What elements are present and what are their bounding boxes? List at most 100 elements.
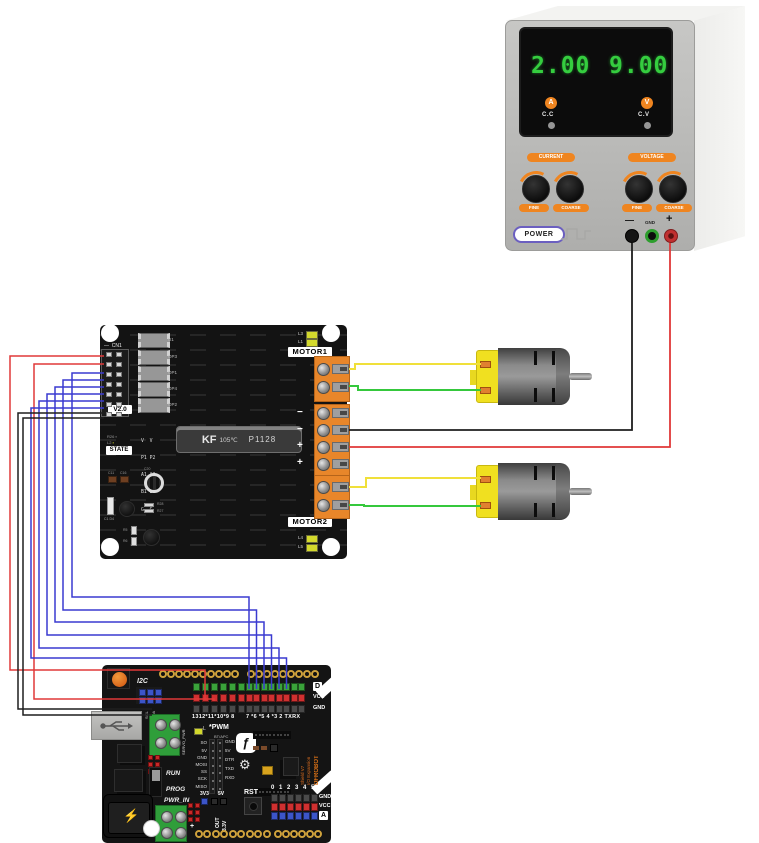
minus-terminal[interactable] — [625, 229, 639, 243]
round-component — [119, 501, 135, 517]
ic-label: OP3 — [168, 354, 178, 359]
header-pin-dot — [280, 791, 283, 793]
cc-mode-label: C.C — [542, 112, 554, 118]
arduino-board: I2C SCL SDA D VCC GND 1312*11*10*9 8 7 *… — [91, 665, 341, 843]
header-pin-dot — [219, 764, 221, 767]
motor-terminal — [480, 387, 491, 394]
motor2-label: MOTOR2 — [288, 517, 332, 527]
spi-header[interactable] — [209, 739, 215, 794]
v33-jumper-pin[interactable] — [201, 798, 208, 805]
led-l3 — [306, 331, 318, 339]
spi-label: GND — [197, 755, 207, 760]
spi-label: 5V — [201, 748, 207, 753]
header-pin-dot — [269, 791, 272, 793]
pwr-in-terminal[interactable] — [155, 805, 187, 842]
wire-motor2-yellow — [349, 477, 481, 488]
motor-terminal — [480, 476, 491, 483]
header-pin-dot — [219, 757, 221, 760]
gnd-row-label: GND — [313, 705, 326, 711]
analog-vcc-label: VCC — [319, 803, 331, 809]
motor-stripe — [552, 388, 555, 402]
header-pin-dot — [211, 764, 214, 767]
analog-pin-number: 2 — [287, 785, 291, 791]
led-l1-label: L1 — [298, 339, 304, 344]
power-supply: 2.00 9.00 A C.C V C.V CURRENT VOLTAGE FI… — [0, 0, 759, 260]
ic-chip — [138, 333, 170, 348]
run-prog-switch[interactable] — [149, 767, 162, 797]
power-button[interactable]: POWER — [513, 226, 565, 243]
current-coarse-knob[interactable] — [556, 175, 584, 203]
state-label: STATE — [106, 446, 132, 455]
motor-terminal — [480, 502, 491, 509]
wire-psu-minus — [349, 243, 633, 431]
spi-label: MISO — [195, 784, 207, 789]
i2c-header[interactable] — [136, 687, 162, 704]
plus-mark: + — [190, 823, 195, 830]
motor-body — [498, 348, 570, 405]
voltage-coarse-knob[interactable] — [659, 175, 687, 203]
v5-label: 5V — [218, 791, 225, 797]
run-label: RUN — [166, 770, 181, 777]
ic-chip — [138, 382, 170, 397]
motor-body — [498, 463, 570, 520]
motor-cap — [476, 465, 500, 518]
power-terminal-block[interactable] — [314, 404, 350, 476]
red-pin — [148, 755, 153, 760]
bt-label: TXD — [225, 766, 234, 771]
motor-stripe — [552, 466, 555, 480]
jumper-pin[interactable] — [220, 798, 227, 805]
dfrobot-logo: ƒ — [236, 733, 256, 753]
servo-pwr-terminal[interactable] — [149, 714, 180, 756]
smd-component — [270, 744, 278, 752]
gear-icon: ⚙ — [239, 757, 251, 772]
c1d4-label: C1 D4 — [104, 517, 114, 521]
data-pins[interactable] — [188, 803, 202, 823]
c20-capacitor — [144, 473, 164, 493]
rst-button-cap — [249, 802, 258, 811]
round-component — [143, 529, 160, 546]
header-pin-dot — [219, 787, 221, 790]
current-fine-knob[interactable] — [522, 175, 550, 203]
out-33v-label: 3.3V — [222, 820, 228, 831]
motor-stripe — [552, 503, 555, 517]
motor2-terminal-block[interactable] — [314, 475, 350, 519]
header-pin-dot — [262, 791, 265, 793]
ic-chip — [138, 398, 170, 413]
header-pin-dot — [255, 791, 257, 793]
motor-stripe — [534, 503, 537, 517]
header-pin-dot — [211, 772, 214, 775]
plus-terminal[interactable] — [664, 229, 678, 243]
spi-label: SCK — [197, 776, 207, 781]
voltage-group-label: VOLTAGE — [628, 153, 676, 162]
rst-button[interactable] — [244, 797, 262, 815]
header-pin-dot — [219, 742, 221, 744]
bt-label: RXD — [225, 775, 235, 780]
usb-icon — [100, 721, 133, 731]
gnd-terminal-label: GND — [645, 220, 655, 225]
reset-pushbutton[interactable] — [107, 668, 130, 689]
motor1-terminal-block[interactable] — [314, 356, 350, 402]
motor-tab — [470, 485, 480, 500]
gnd-terminal[interactable] — [645, 229, 659, 243]
header-pin-dot — [265, 734, 268, 736]
red-pin — [188, 817, 193, 822]
v33-label: 3V3 — [200, 791, 209, 797]
red-pin — [195, 810, 200, 815]
motor-stripe — [534, 388, 537, 402]
header-pin-dot — [258, 734, 261, 736]
voltage-fine-knob[interactable] — [625, 175, 653, 203]
led-l1 — [306, 339, 318, 347]
bt-apc-label: BT/APC — [214, 734, 229, 739]
header-pin-dot — [283, 791, 286, 793]
motor-stripe — [552, 351, 555, 365]
lightning-icon: ⚡ — [123, 808, 140, 823]
prog-label: PROG — [166, 786, 186, 793]
ic-chip — [138, 366, 170, 381]
header-pin-dot — [255, 734, 257, 736]
bt-header[interactable] — [216, 739, 223, 794]
a-row-label: A — [319, 811, 328, 820]
red-pin — [195, 803, 200, 808]
c16-label: C16 — [120, 471, 127, 475]
motor-stripe — [534, 351, 537, 365]
v5-jumper-pin[interactable] — [211, 798, 218, 805]
